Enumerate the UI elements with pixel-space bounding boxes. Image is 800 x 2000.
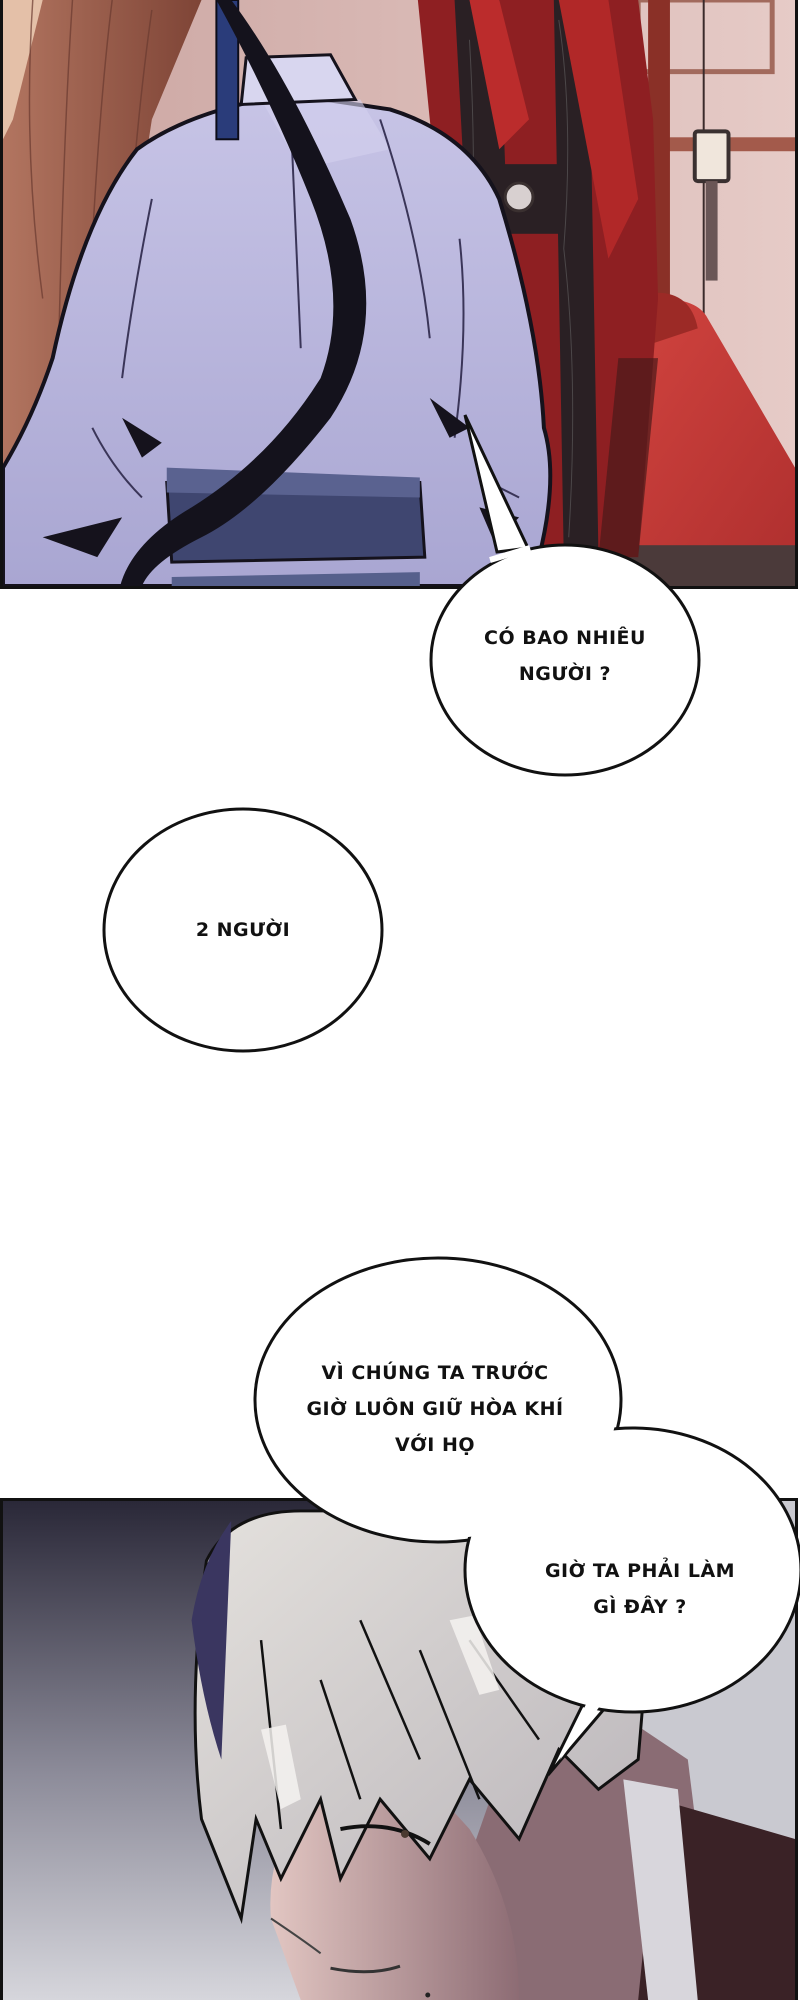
panel-bottom-art [3, 1501, 795, 2000]
seated-figure-robe [3, 92, 562, 586]
bubble-3-line-3: VỚI HỌ [394, 1434, 476, 1456]
bubble-2-text: 2 NGƯỜI [130, 912, 356, 948]
bubble-3-text: VÌ CHÚNG TA TRƯỚC GIỜ LUÔN GIỮ HÒA KHÍ V… [270, 1355, 600, 1463]
panel-top [0, 0, 798, 589]
bubble-1-line-2: NGƯỜI ? [518, 663, 612, 685]
bubble-1-text: CÓ BAO NHIÊU NGƯỜI ? [440, 620, 690, 692]
panel-top-art [3, 0, 795, 586]
belt-ornament [503, 181, 535, 213]
bubble-3-line-1: VÌ CHÚNG TA TRƯỚC [321, 1362, 549, 1384]
bubble-2-line-1: 2 NGƯỜI [195, 919, 291, 941]
lantern-icon [692, 129, 731, 281]
eye [340, 1824, 431, 1846]
seated-figure-hair [120, 0, 367, 586]
bubble-1-line-1: CÓ BAO NHIÊU [484, 627, 646, 649]
mouth [330, 1964, 401, 1974]
bubble-3-line-2: GIỜ LUÔN GIỮ HÒA KHÍ [306, 1398, 564, 1420]
panel-bottom [0, 1498, 798, 2000]
bubble-2-shape [102, 807, 384, 1053]
mole [425, 1992, 431, 1998]
